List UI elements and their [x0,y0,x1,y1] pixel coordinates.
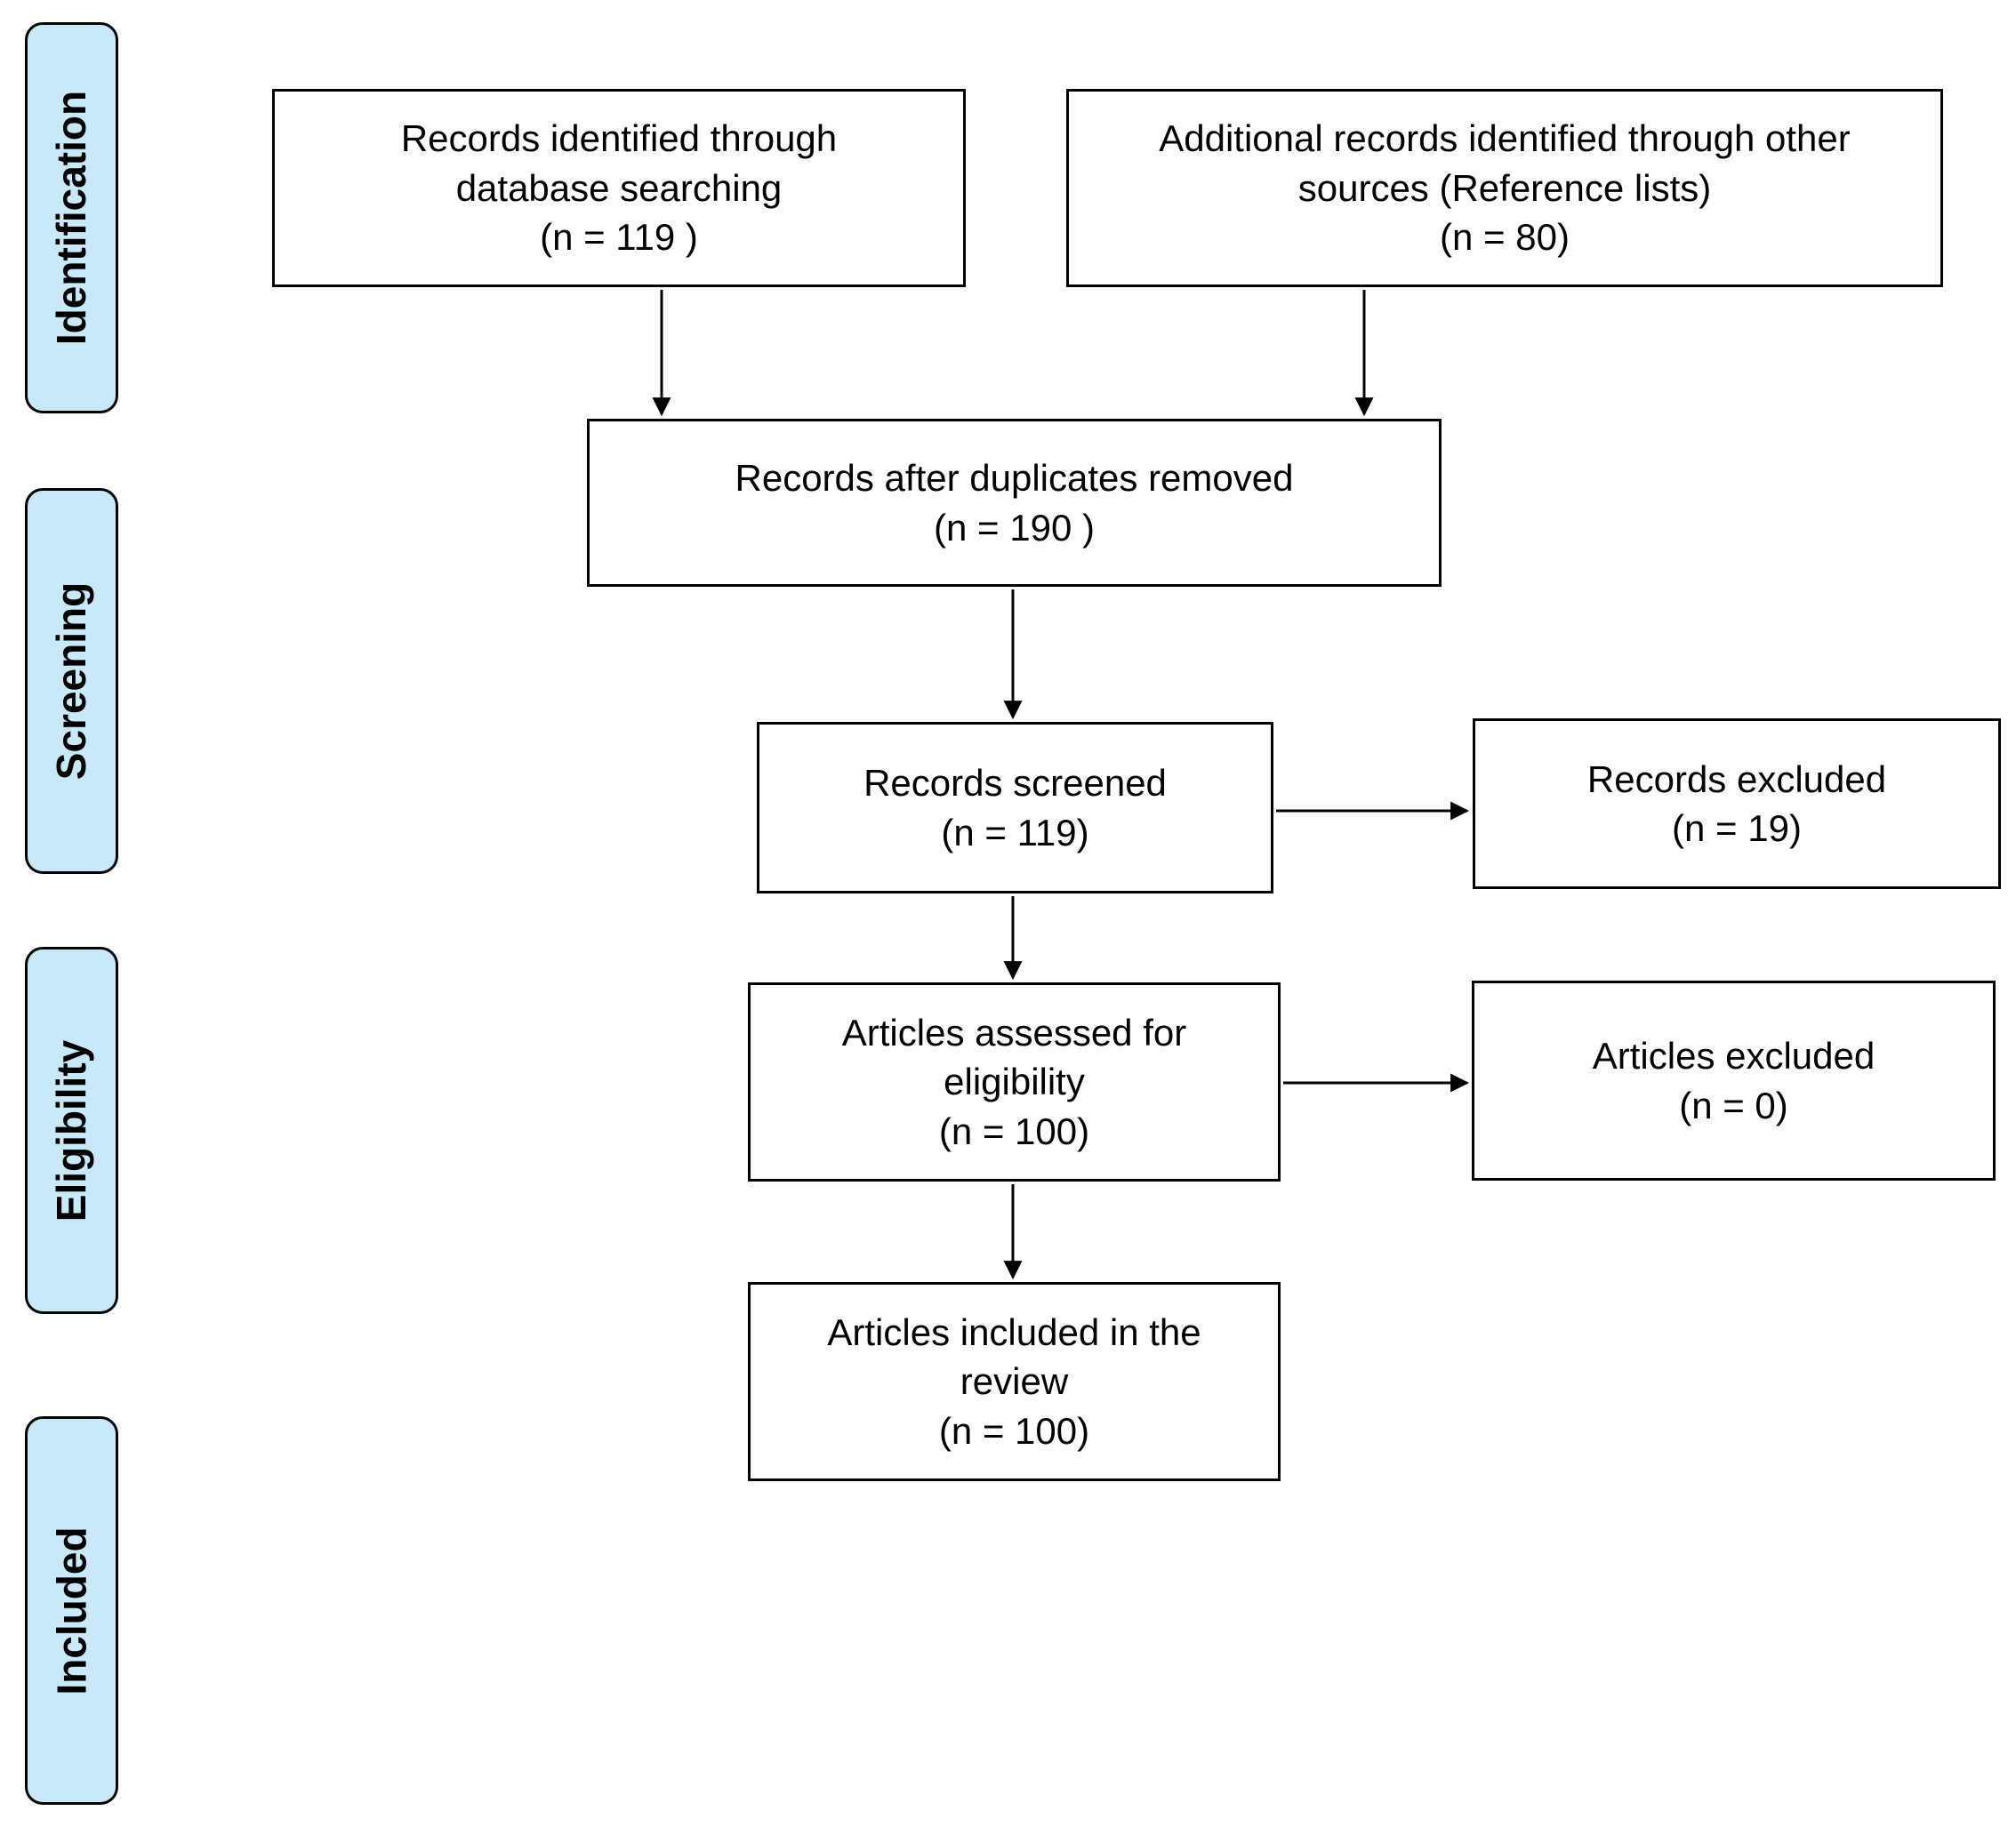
stage-screening: Screening [25,488,118,874]
stage-identification-label: Identification [48,90,95,346]
stage-screening-label: Screening [48,581,95,781]
box-articles-excluded: Articles excluded (n = 0) [1472,981,1996,1181]
box-articles-assessed-text: Articles assessed for eligibility (n = 1… [841,1011,1187,1152]
box-records-excluded: Records excluded (n = 19) [1473,718,2001,889]
box-records-excluded-text: Records excluded (n = 19) [1586,757,1887,849]
box-articles-assessed: Articles assessed for eligibility (n = 1… [748,982,1281,1182]
box-records-screened-text: Records screened (n = 119) [863,762,1167,853]
box-articles-included-text: Articles included in the review (n = 100… [827,1310,1201,1452]
box-additional-records-text: Additional records identified through ot… [1159,117,1851,259]
stage-identification: Identification [25,22,118,413]
box-records-identified: Records identified through database sear… [272,89,966,287]
stage-eligibility: Eligibility [25,947,118,1314]
stage-included: Included [25,1416,118,1805]
box-records-identified-text: Records identified through database sear… [400,117,838,259]
box-additional-records: Additional records identified through ot… [1066,89,1943,287]
stage-eligibility-label: Eligibility [48,1039,95,1222]
box-articles-included: Articles included in the review (n = 100… [748,1282,1281,1481]
box-articles-excluded-text: Articles excluded (n = 0) [1592,1035,1875,1126]
box-after-duplicates: Records after duplicates removed (n = 19… [587,419,1442,587]
box-records-screened: Records screened (n = 119) [757,722,1273,893]
stage-included-label: Included [48,1526,95,1695]
box-after-duplicates-text: Records after duplicates removed (n = 19… [735,457,1294,549]
